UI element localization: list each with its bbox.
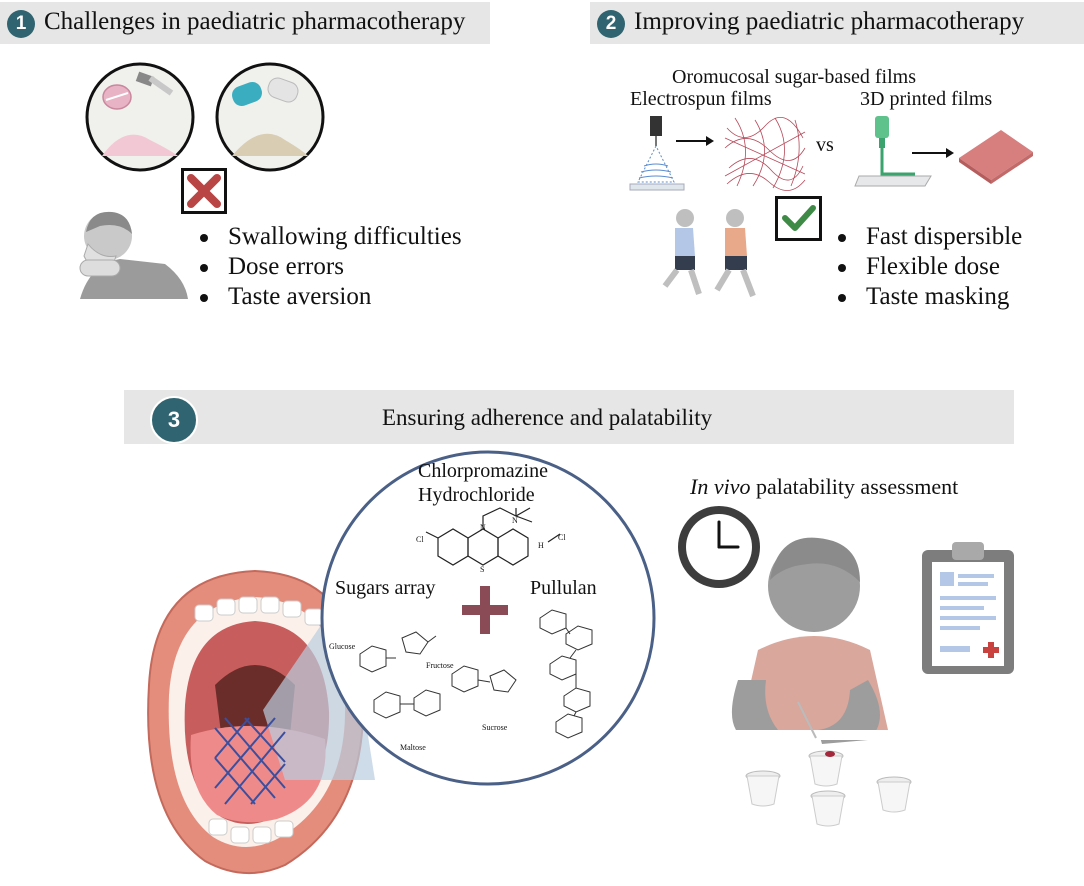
tasting-child-icon [718,537,908,744]
cup-icon [810,790,846,827]
fiber-mesh-icon [724,116,806,191]
panel2-number-badge: 2 [597,10,625,38]
arrow-icon [912,148,954,158]
atom-n2-label: N [512,516,518,525]
list-item: Fast dispersible [834,222,1022,252]
pullulan-label: Pullulan [530,577,597,599]
cup-icon [876,776,912,813]
atom-n-label: N [480,523,486,532]
panel2-title: Improving paediatric pharmacotherapy [634,8,1025,35]
clock-icon [678,506,760,588]
printed-label: 3D printed films [860,88,993,110]
cup-icon [745,770,781,807]
atom-cl-label: Cl [416,535,424,544]
drug-name-line2: Hydrochloride [418,484,535,506]
opened-capsule-icon [215,62,325,172]
list-item: Taste masking [834,282,1022,312]
panel2-subtitle: Oromucosal sugar-based films [672,66,916,88]
glucose-label: Glucose [329,642,356,651]
list-item: Dose errors [196,252,462,282]
list-item: Swallowing difficulties [196,222,462,252]
panel3-title: Ensuring adherence and palatability [382,405,713,430]
3d-printer-icon [854,116,932,187]
electrospinning-icon [629,116,685,191]
panel2-bullet-list: Fast dispersible Flexible dose Taste mas… [834,222,1022,312]
crying-child-icon [79,211,188,299]
atom-h-label: H [538,541,544,550]
palatability-title: In vivo palatability assessment [690,474,958,500]
red-cross-icon [181,168,227,214]
sucrose-label: Sucrose [482,723,508,732]
panel1-title: Challenges in paediatric pharmacotherapy [44,8,466,35]
cup-icon [808,750,844,787]
fructose-label: Fructose [426,661,454,670]
chlorpromazine-structure-icon [425,507,561,566]
crushed-tablet-icon [85,62,195,172]
clipboard-icon [922,542,1014,674]
panel3-number-badge: 3 [150,396,198,444]
list-item: Flexible dose [834,252,1022,282]
panel2-header-band [590,2,1084,44]
green-check-icon [775,196,822,241]
drug-name-line1: Chlorpromazine [418,460,548,482]
panel1-header-band [0,2,490,44]
sugars-array-label: Sugars array [335,577,436,599]
atom-s-label: S [480,565,485,574]
printed-film-icon [959,130,1033,184]
electrospun-label: Electrospun films [630,88,772,110]
arrow-icon [676,136,714,146]
atom-cl2-label: Cl [558,533,566,542]
running-children-icon [662,209,756,298]
in-vivo-text: In vivo [690,474,751,499]
panel3-header-band [124,390,1014,444]
list-item: Taste aversion [196,282,462,312]
maltose-label: Maltose [400,743,426,752]
panel1-number-badge: 1 [7,10,35,38]
tongue-film-icon [214,717,286,805]
sugar-structures-icon [359,631,517,719]
pullulan-structure-icon [539,609,593,739]
panel1-bullet-list: Swallowing difficulties Dose errors Tast… [196,222,462,312]
plus-icon [462,586,508,634]
vs-label: vs [816,134,834,156]
assessment-text: palatability assessment [750,474,959,499]
